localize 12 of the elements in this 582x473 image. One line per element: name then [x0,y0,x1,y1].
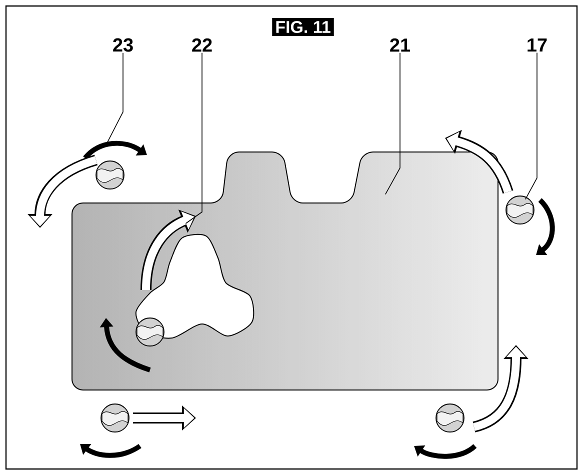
callout-number: 21 [390,38,410,52]
leader-line [385,52,400,195]
ball [506,196,534,224]
rotation-arrow [83,140,147,160]
callout-number: 17 [528,38,547,52]
workpiece-plate [72,152,498,390]
leader-line [185,52,202,224]
leader-line [524,52,538,200]
figure-title: FIG. 11 [272,18,334,36]
leader-line [106,52,124,143]
callout-number: 23 [113,38,133,52]
callout-number: 22 [192,38,212,52]
